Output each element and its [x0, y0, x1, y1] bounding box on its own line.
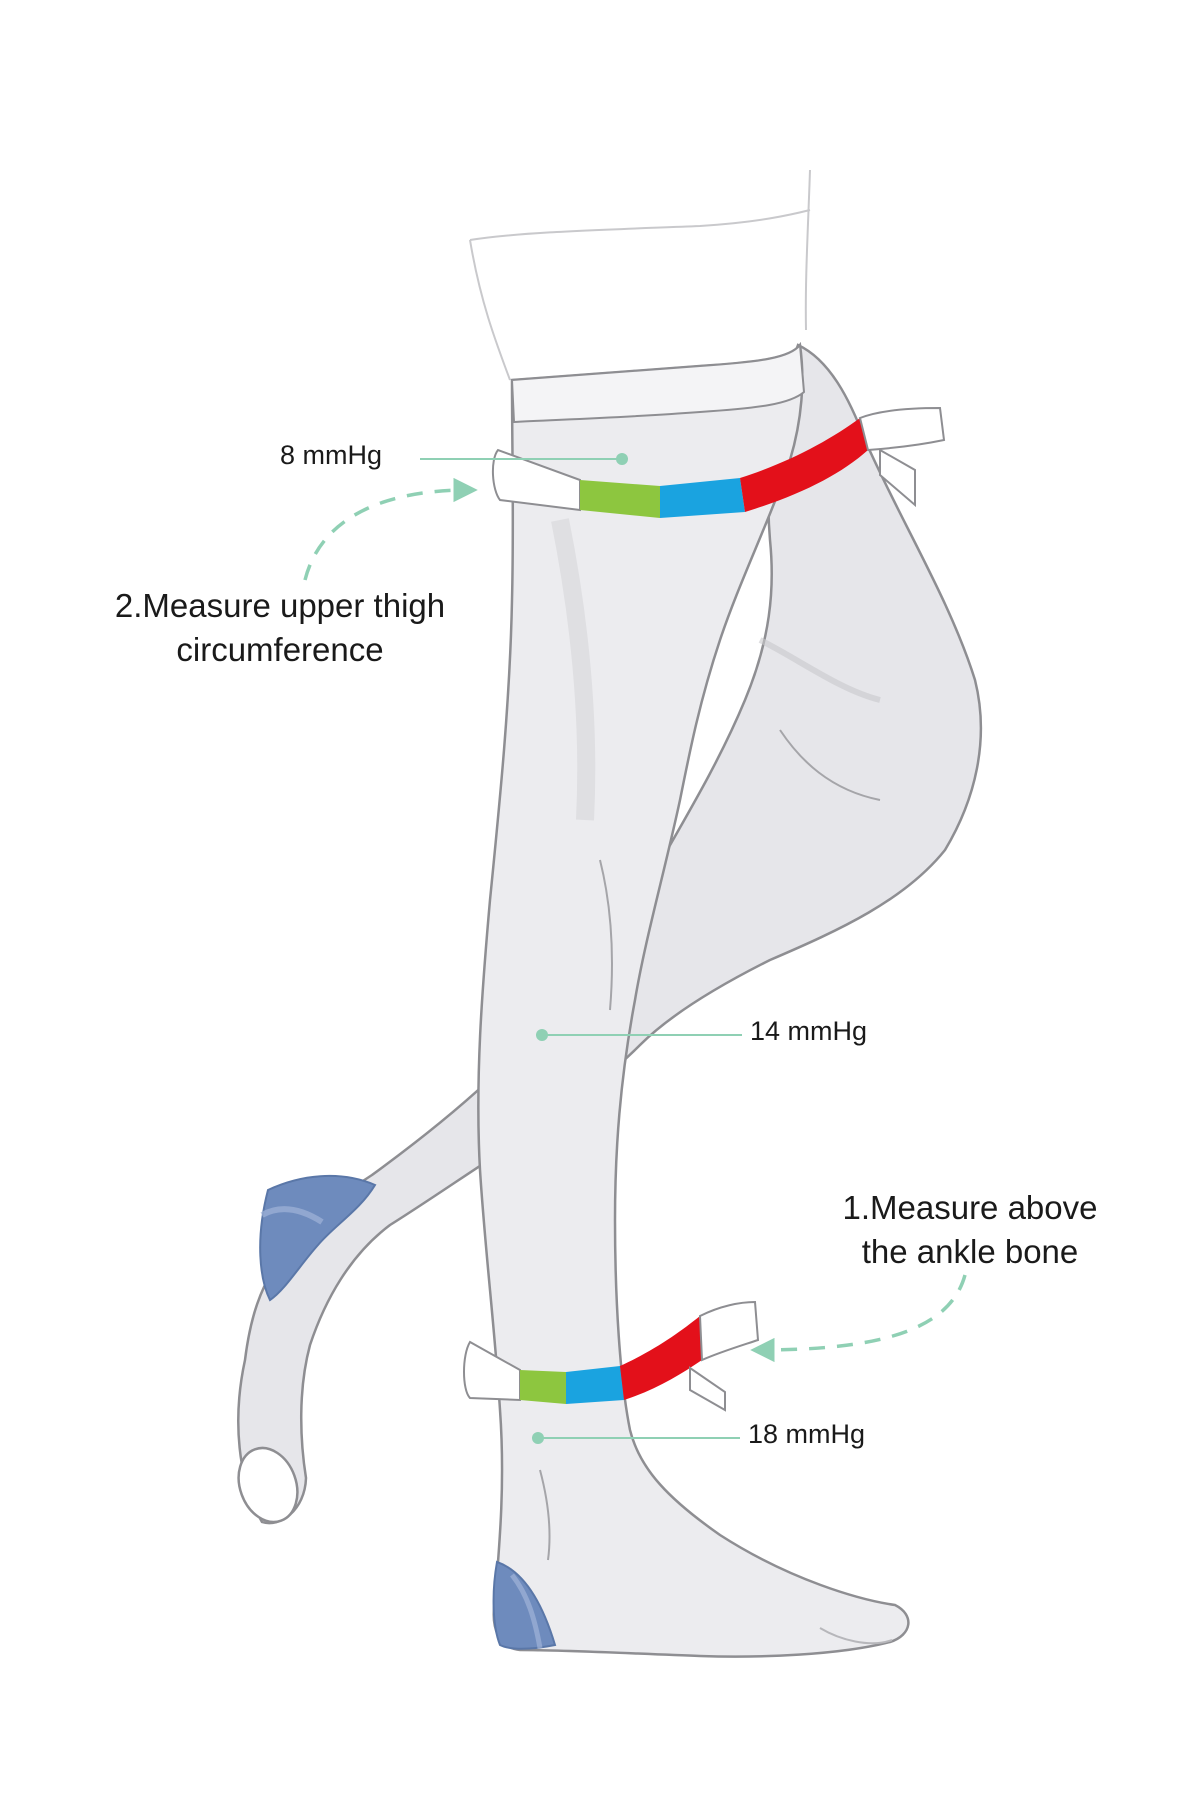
ankle-pressure-label: 18 mmHg: [748, 1419, 866, 1449]
dashed-curved-arrow-icon: [750, 1274, 967, 1363]
leader-line-calf: [536, 1029, 742, 1041]
step-2-instruction: 2.Measure upper thigh circumference: [114, 587, 446, 668]
step-1-instruction: 1.Measure above the ankle bone: [842, 1189, 1098, 1270]
thigh-pressure-label: 8 mmHg: [280, 440, 383, 470]
leader-line-thigh: [420, 453, 628, 465]
upper-legs-outline: [469, 169, 811, 381]
measuring-tape-icon: [492, 406, 946, 518]
measuring-tape-icon: [463, 1300, 760, 1412]
calf-pressure-label: 14 mmHg: [750, 1016, 868, 1046]
leader-line-ankle: [532, 1432, 740, 1444]
dashed-curved-arrow-icon: [303, 477, 478, 581]
front-leg: [477, 341, 910, 1658]
